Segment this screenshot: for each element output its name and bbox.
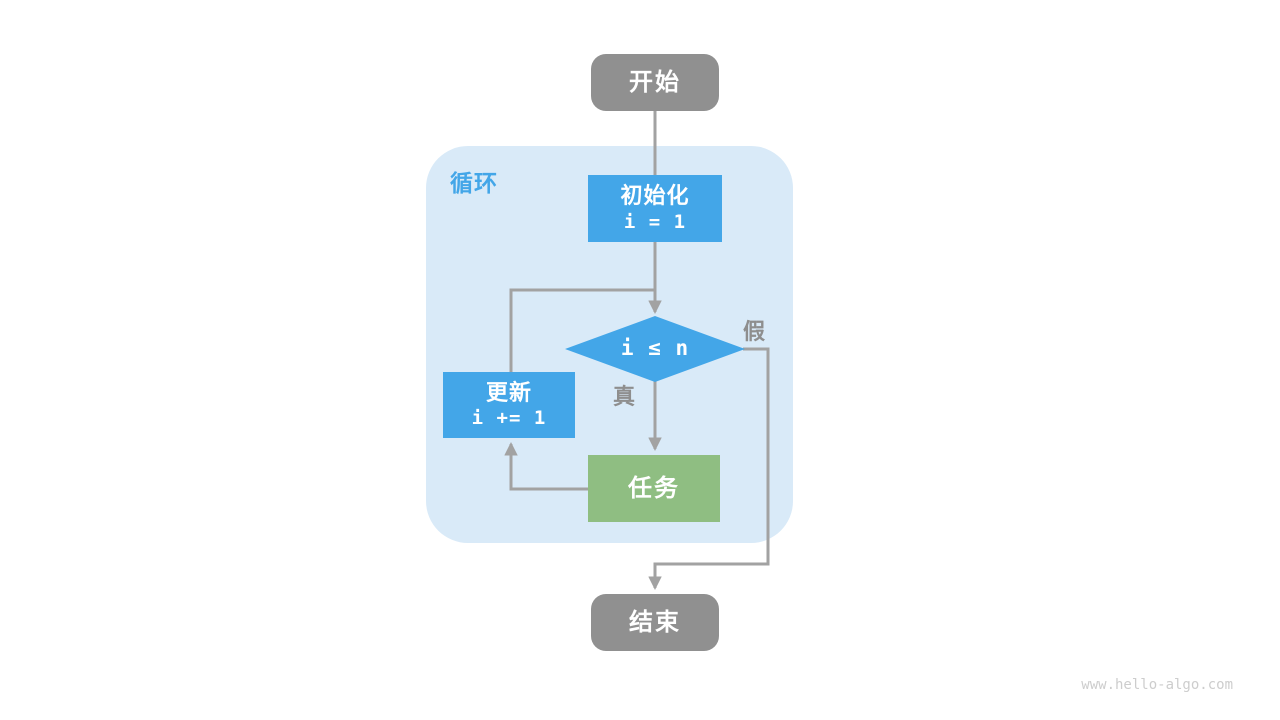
edge-task-to-update (504, 441, 588, 491)
node-init: 初始化 i = 1 (588, 175, 722, 242)
node-task: 任务 (588, 455, 720, 522)
node-task-label: 任务 (628, 474, 680, 502)
watermark: www.hello-algo.com (1081, 677, 1233, 693)
node-condition-code: i ≤ n (620, 336, 690, 361)
node-update-title: 更新 (485, 379, 532, 405)
node-start: 开始 (591, 54, 719, 111)
edge-label-true: 真 (612, 384, 635, 409)
node-update-code: i += 1 (471, 407, 547, 430)
loop-label: 循环 (450, 170, 498, 196)
node-start-label: 开始 (629, 68, 681, 96)
node-end: 结束 (591, 594, 719, 651)
node-end-label: 结束 (629, 608, 681, 636)
node-init-code: i = 1 (623, 210, 687, 233)
edge-update-to-junction (509, 288, 655, 372)
node-update: 更新 i += 1 (443, 372, 575, 438)
edge-condition-false-to-end (648, 347, 770, 591)
node-init-title: 初始化 (620, 183, 690, 209)
edge-label-false: 假 (742, 319, 765, 344)
